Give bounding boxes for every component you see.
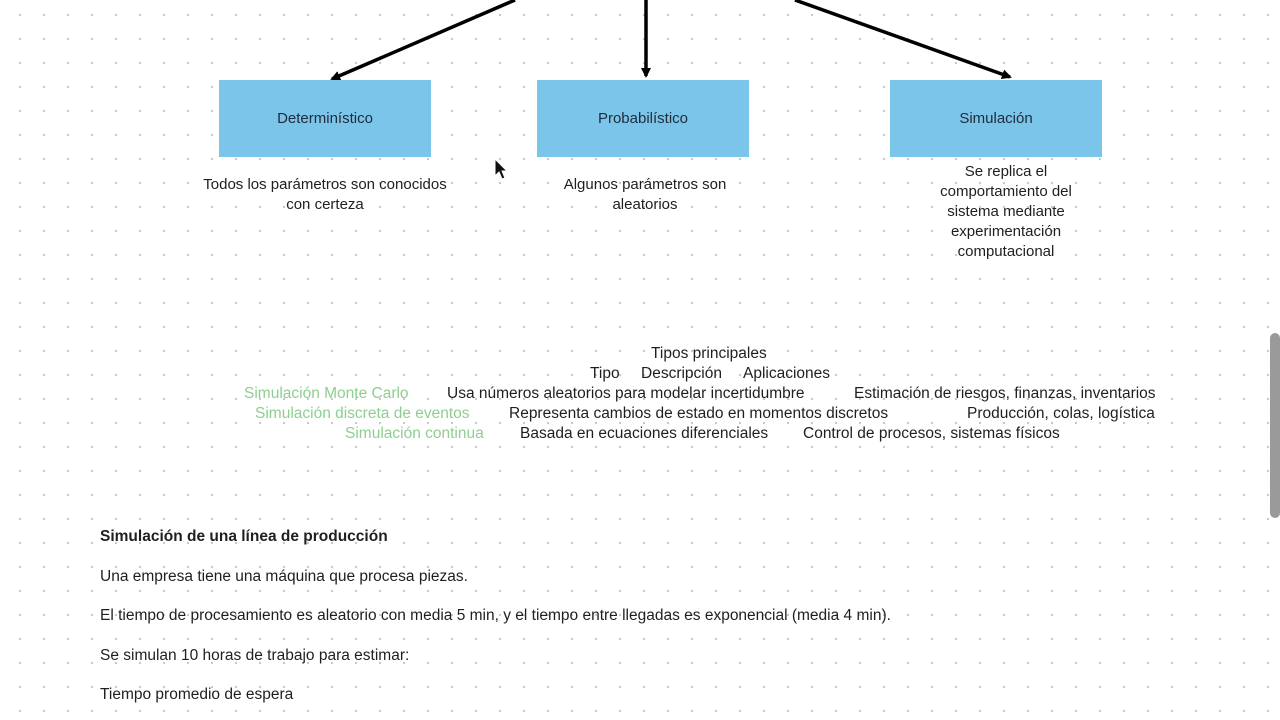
arrow-to-deterministico <box>330 0 516 81</box>
table-cell-descripcion: Basada en ecuaciones diferenciales <box>520 425 769 442</box>
node-label: Determinístico <box>277 110 373 127</box>
node-description-simulacion: Se replica el comportamiento del sistema… <box>940 163 1072 260</box>
node-simulacion[interactable]: Simulación <box>890 80 1102 157</box>
table-cell-descripcion: Usa números aleatorios para modelar ince… <box>447 385 805 402</box>
node-description-deterministico: Todos los parámetros son conocidos con c… <box>203 176 447 213</box>
table-header-tipo: Tipo <box>590 365 620 382</box>
table-cell-descripcion: Representa cambios de estado en momentos… <box>509 405 889 422</box>
section-heading: Simulación de una línea de producción <box>100 528 388 545</box>
node-label: Simulación <box>959 110 1033 127</box>
paragraph: Tiempo promedio de espera <box>100 686 294 703</box>
node-probabilistico[interactable]: Probabilístico <box>537 80 749 157</box>
table-cell-tipo: Simulación continua <box>345 425 484 442</box>
table-header-descripcion: Descripción <box>641 365 722 382</box>
node-deterministico[interactable]: Determinístico <box>219 80 431 157</box>
node-label: Probabilístico <box>597 110 689 127</box>
table-cell-aplicaciones: Control de procesos, sistemas físicos <box>803 425 1060 442</box>
table-header-aplicaciones: Aplicaciones <box>743 365 831 382</box>
paragraph: Se simulan 10 horas de trabajo para esti… <box>100 647 410 664</box>
paragraph: El tiempo de procesamiento es aleatorio … <box>100 607 891 624</box>
arrow-to-simulacion <box>794 0 1012 80</box>
vertical-scrollbar[interactable] <box>1270 333 1280 518</box>
node-description-probabilistico: Algunos parámetros son aleatorios <box>563 176 727 213</box>
table-cell-aplicaciones: Estimación de riesgos, finanzas, inventa… <box>854 385 1156 402</box>
mouse-cursor-icon <box>494 158 508 180</box>
table-cell-tipo: Simulación discreta de eventos <box>255 405 470 422</box>
table-cell-aplicaciones: Producción, colas, logística <box>967 405 1155 422</box>
table-title: Tipos principales <box>651 345 767 362</box>
table-cell-tipo: Simulación Monte Carlo <box>244 385 409 402</box>
paragraph: Una empresa tiene una máquina que proces… <box>100 568 468 585</box>
